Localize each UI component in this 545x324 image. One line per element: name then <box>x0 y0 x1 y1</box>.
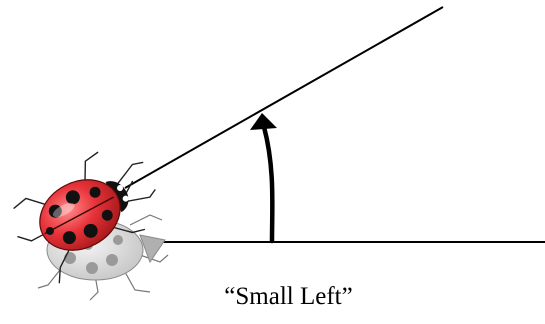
turn-arrow-icon <box>250 113 277 244</box>
diagram-caption: “Small Left” <box>224 283 353 310</box>
ladybug-icon <box>13 151 156 284</box>
turned-ray <box>124 6 444 189</box>
